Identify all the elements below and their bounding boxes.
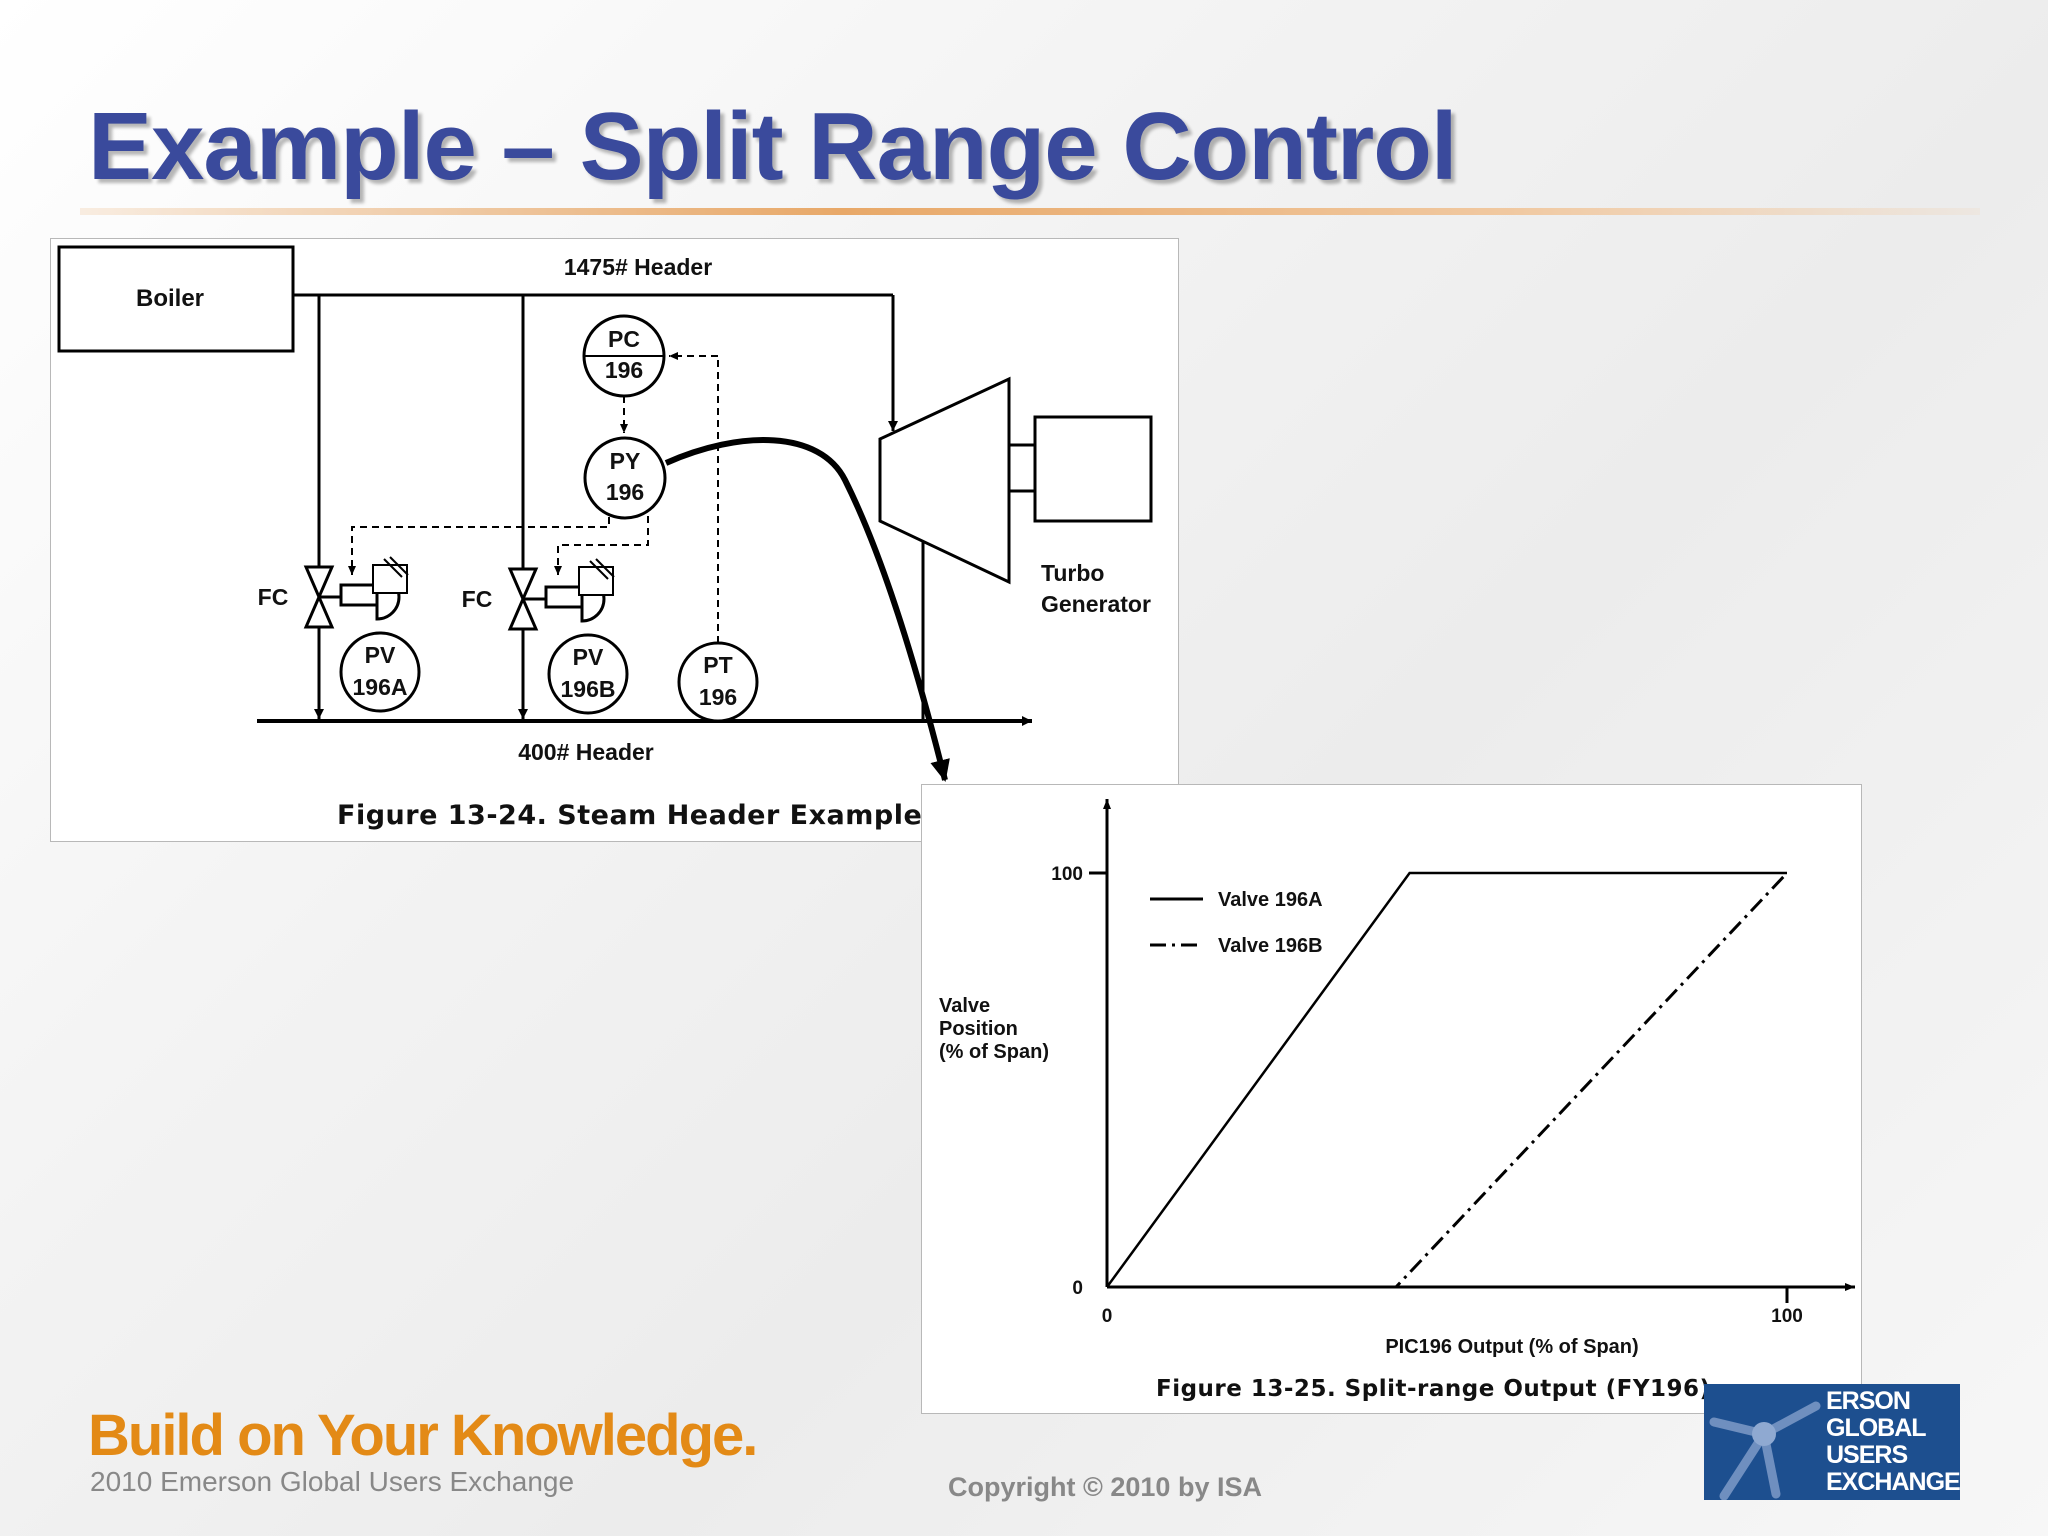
valve-b-fail-label: FC — [462, 586, 493, 612]
title-underline — [80, 208, 1980, 215]
series-line-valve-196a — [1105, 871, 1787, 1288]
logo-line-4: EXCHANGE — [1826, 1468, 1960, 1496]
boiler-box — [57, 245, 295, 353]
series-line-valve-196b — [1107, 871, 1789, 1289]
x-tick-label-0: 0 — [1102, 1306, 1113, 1327]
y-axis-label-line-1: Valve — [939, 995, 990, 1017]
generator-label: Generator — [1041, 591, 1151, 617]
pv-196b-bubble — [547, 633, 629, 715]
x-tick-label-100: 100 — [1771, 1306, 1803, 1327]
footer-event-name: 2010 Emerson Global Users Exchange — [90, 1466, 575, 1497]
footer-copyright: Copyright © 2010 by ISA — [948, 1472, 1262, 1502]
pc-196-number: 196 — [605, 357, 643, 383]
emerson-global-users-exchange-logo: ERSON GLOBAL USERS EXCHANGE — [1704, 1384, 1960, 1500]
control-valve-b — [507, 558, 615, 631]
py-to-valve-a-signal — [348, 517, 610, 575]
legend-label-valve-196b: Valve 196B — [1218, 935, 1323, 957]
pt-196-tag: PT — [703, 652, 732, 678]
valve-a-fail-label: FC — [258, 584, 289, 610]
slide-title: Example – Split Range Control — [88, 93, 1458, 200]
y-tick-label-100: 100 — [1051, 864, 1083, 885]
split-range-figure: 0 100 0 100 Valve 196A Valve 196B Valve Pos… — [921, 784, 1862, 1414]
logo-line-2: GLOBAL — [1826, 1414, 1927, 1442]
x-axis-label: PIC196 Output (% of Span) — [1385, 1336, 1638, 1358]
pv-196a-tag: PV — [365, 642, 396, 668]
py-196-tag: PY — [610, 448, 641, 474]
boiler-label: Boiler — [136, 285, 204, 312]
pv-196a-bubble — [339, 631, 421, 713]
control-valve-a — [303, 556, 409, 629]
figure-13-25-caption: Figure 13-25. Split-range Output (FY196) — [1156, 1376, 1711, 1402]
logo-line-3: USERS — [1826, 1441, 1908, 1469]
py-to-valve-b-signal — [554, 516, 649, 575]
turbine-shape — [878, 376, 1011, 585]
pv-196b-tag: PV — [573, 644, 604, 670]
y-tick-label-0: 0 — [1072, 1278, 1083, 1299]
y-axis-label-line-2: Position — [939, 1018, 1018, 1040]
legend-label-valve-196a: Valve 196A — [1218, 889, 1323, 911]
pv-196b-number: 196B — [561, 676, 616, 702]
logo-text: ERSON GLOBAL USERS EXCHANGE — [1826, 1388, 1960, 1496]
footer-slogan: Build on Your Knowledge. — [88, 1403, 758, 1468]
logo-line-1: ERSON — [1826, 1387, 1911, 1415]
split-range-chart: 0 100 0 100 Valve 196A Valve 196B Valve Pos… — [939, 799, 1855, 1358]
steam-header-diagram: Boiler 1475# Header 400# Header Turbo Ge… — [57, 245, 1153, 765]
pt-196-number: 196 — [699, 684, 737, 710]
figure-13-24-caption: Figure 13-24. Steam Header Example — [337, 800, 923, 831]
steam-header-figure: Boiler 1475# Header 400# Header Turbo Ge… — [50, 238, 1179, 842]
turbo-label: Turbo — [1041, 560, 1104, 586]
py-196-number: 196 — [606, 479, 644, 505]
generator-box — [1033, 415, 1153, 523]
y-axis-label-line-3: (% of Span) — [939, 1041, 1049, 1063]
header-400-label: 400# Header — [518, 739, 654, 765]
header-1475-label: 1475# Header — [564, 254, 712, 280]
logo-network-icon — [1709, 1401, 1821, 1500]
pv-196a-number: 196A — [353, 674, 408, 700]
pc-196-tag: PC — [608, 326, 640, 352]
